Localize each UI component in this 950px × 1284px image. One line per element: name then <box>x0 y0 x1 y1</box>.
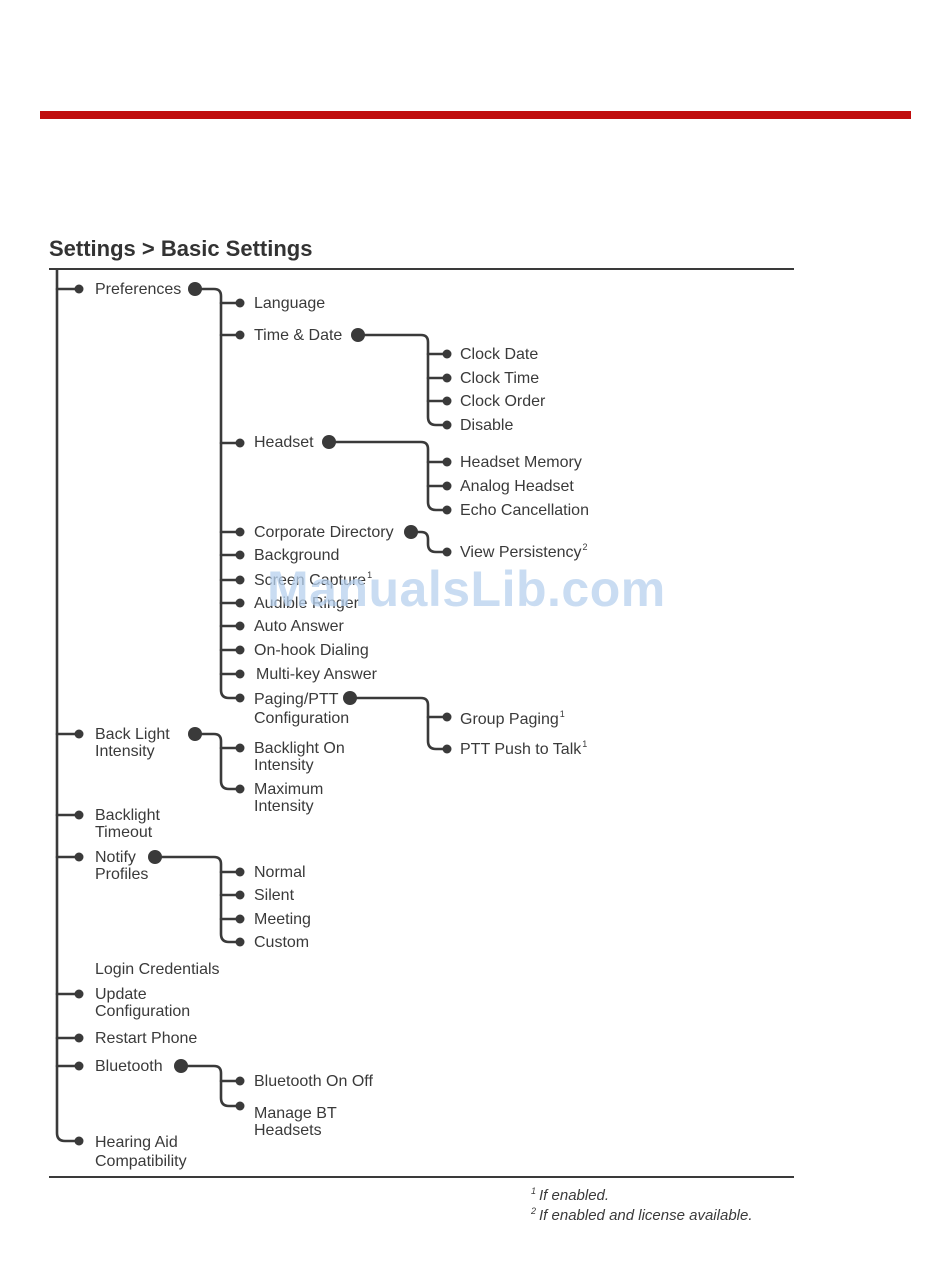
node-hearing-aid-line2: Compatibility <box>95 1153 187 1170</box>
node-clock-time: Clock Time <box>460 370 540 387</box>
node-hearing-aid-line1: Hearing Aid <box>95 1134 178 1151</box>
footnote-ref: 1 <box>559 709 565 719</box>
node-back-light-intensity: Back Light Intensity <box>95 726 170 760</box>
node-paging-ptt-line2: Configuration <box>254 710 350 727</box>
node-disable: Disable <box>460 417 514 434</box>
node-backlight-timeout: Backlight Timeout <box>95 807 160 841</box>
spine-paging-ptt <box>348 696 449 751</box>
node-custom: Custom <box>254 934 310 951</box>
footnote-1-text: If enabled. <box>539 1187 610 1204</box>
node-restart-phone: Restart Phone <box>95 1030 198 1047</box>
node-maximum-intensity: Maximum Intensity <box>254 781 323 815</box>
node-maximum-intensity-line1: Maximum <box>254 781 324 798</box>
footnote-2-mark: 2 <box>531 1206 537 1216</box>
node-login-credentials: Login Credentials <box>95 961 220 978</box>
node-paging-ptt-configuration: Paging/PTT Configuration <box>254 690 349 728</box>
node-manage-bt-line1: Manage BT <box>254 1105 337 1122</box>
spine-level1 <box>55 268 81 1143</box>
node-backlight-timeout-line1: Backlight <box>95 807 160 824</box>
node-backlight-on-intensity: Backlight On Intensity <box>254 740 345 774</box>
node-preferences: Preferences <box>95 281 182 298</box>
node-back-light-intensity-line2: Intensity <box>95 743 155 760</box>
node-onhook-dialing: On-hook Dialing <box>254 642 369 659</box>
node-clock-date: Clock Date <box>460 346 539 363</box>
node-update-configuration: Update Configuration <box>95 986 190 1020</box>
node-notify-profiles-line1: Notify <box>95 849 136 866</box>
header-accent-bar <box>40 111 911 119</box>
footnote-ref: 1 <box>582 739 588 749</box>
node-clock-order: Clock Order <box>460 393 546 410</box>
node-ptt-push-to-talk: PTT Push to Talk1 <box>460 739 588 759</box>
footer-rule <box>49 1176 794 1178</box>
spine-preferences <box>193 287 242 700</box>
node-paging-ptt-line1: Paging/PTT <box>254 691 339 708</box>
footnote-2-text: If enabled and license available. <box>539 1207 753 1224</box>
node-bluetooth: Bluetooth <box>95 1058 163 1075</box>
node-manage-bt-line2: Headsets <box>254 1122 322 1139</box>
spine-notify-profiles <box>153 855 242 944</box>
node-group-paging-label: Group Paging <box>460 711 559 728</box>
spine-bluetooth <box>179 1064 242 1108</box>
node-multikey-answer: Multi-key Answer <box>256 666 377 683</box>
node-background: Background <box>254 547 340 564</box>
node-headset: Headset <box>254 434 314 451</box>
node-analog-headset: Analog Headset <box>460 478 574 495</box>
node-backlight-on-line2: Intensity <box>254 757 314 774</box>
node-backlight-timeout-line2: Timeout <box>95 824 153 841</box>
node-screen-capture: Screen Capture1 <box>254 570 373 590</box>
spine-corporate-directory <box>409 530 449 554</box>
node-auto-answer: Auto Answer <box>254 618 344 635</box>
spine-back-light <box>193 732 242 791</box>
node-corporate-directory: Corporate Directory <box>254 524 394 541</box>
spine-time-date <box>356 333 449 427</box>
node-silent: Silent <box>254 887 295 904</box>
watermark: ManualsLib.com <box>267 561 666 617</box>
node-ptt-push-to-talk-label: PTT Push to Talk <box>460 741 582 758</box>
node-maximum-intensity-line2: Intensity <box>254 798 314 815</box>
node-hearing-aid-compatibility: Hearing Aid Compatibility <box>95 1133 187 1171</box>
node-meeting: Meeting <box>254 911 311 928</box>
footnote-ref: 1 <box>367 570 373 580</box>
spine-headset <box>327 440 449 512</box>
footnote-1-mark: 1 <box>531 1186 537 1196</box>
node-normal: Normal <box>254 864 306 881</box>
footnote-ref: 2 <box>582 542 588 552</box>
node-update-configuration-line1: Update <box>95 986 147 1003</box>
node-bluetooth-on-off: Bluetooth On Off <box>254 1073 373 1090</box>
node-group-paging: Group Paging1 <box>460 709 565 729</box>
node-backlight-on-line1: Backlight On <box>254 740 345 757</box>
title-underline <box>49 268 794 270</box>
node-manage-bt-headsets: Manage BT Headsets <box>254 1105 337 1139</box>
node-time-date: Time & Date <box>254 327 343 344</box>
node-view-persistency: View Persistency2 <box>460 542 588 562</box>
page-title: Settings > Basic Settings <box>49 236 313 261</box>
node-update-configuration-line2: Configuration <box>95 1003 191 1020</box>
node-echo-cancellation: Echo Cancellation <box>460 502 589 519</box>
node-back-light-intensity-line1: Back Light <box>95 726 170 743</box>
node-language: Language <box>254 295 326 312</box>
node-screen-capture-label: Screen Capture <box>254 572 367 589</box>
node-notify-profiles: Notify Profiles <box>95 849 148 883</box>
node-view-persistency-label: View Persistency <box>460 544 582 561</box>
node-headset-memory: Headset Memory <box>460 454 582 471</box>
node-audible-ringer: Audible Ringer <box>254 595 359 612</box>
node-notify-profiles-line2: Profiles <box>95 866 149 883</box>
